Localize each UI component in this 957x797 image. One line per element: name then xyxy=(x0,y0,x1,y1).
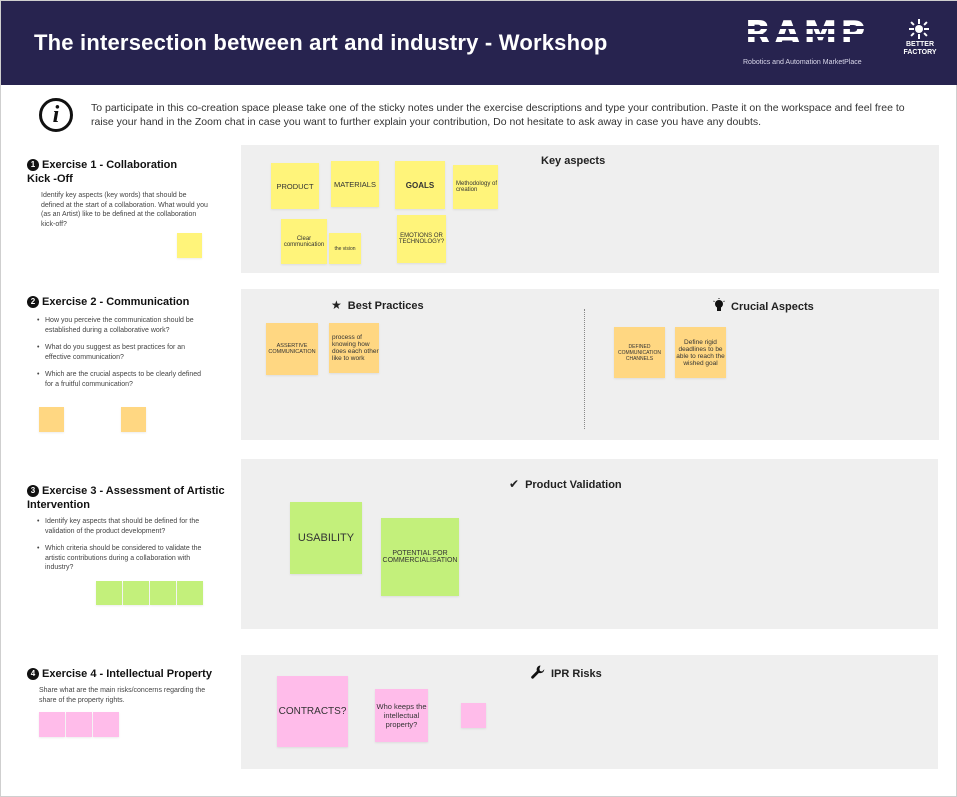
instructions-text: To participate in this co-creation space… xyxy=(91,102,905,128)
exercise-4-number: 4 xyxy=(27,668,39,680)
logo-stripe xyxy=(745,42,881,45)
exercise-2-bullet: How you perceive the communication shoul… xyxy=(37,316,205,335)
sticky-note[interactable]: POTENTIAL FOR COMMERCIALISATION xyxy=(381,518,459,596)
sticky-note[interactable]: Define rigid deadlines to be able to rea… xyxy=(675,327,726,378)
exercise-4-workspace: IPR Risks CONTRACTS? Who keeps the intel… xyxy=(241,655,938,769)
exercise-2-number: 2 xyxy=(27,296,39,308)
product-validation-label: Product Validation xyxy=(525,479,622,491)
sticky-note[interactable]: process of knowing how does each other l… xyxy=(329,323,379,373)
exercise-1-workspace: Key aspects PRODUCT MATERIALS GOALS Meth… xyxy=(241,145,939,273)
ramp-logo-word: RAMP xyxy=(745,14,881,54)
exercise-2-description: How you perceive the communication shoul… xyxy=(37,316,205,397)
exercise-3-title-text: Exercise 3 - Assessment of Artistic Inte… xyxy=(27,485,225,511)
lightbulb-icon xyxy=(713,298,725,313)
blank-sticky-note[interactable] xyxy=(66,712,92,737)
column-divider xyxy=(584,309,585,429)
exercise-2-title-text: Exercise 2 - Communication xyxy=(42,296,190,308)
best-practices-title: ★ Best Practices xyxy=(331,298,424,312)
exercise-4-description: Share what are the main risks/concerns r… xyxy=(39,687,206,704)
exercise-2-bullet: What do you suggest as best practices fo… xyxy=(37,343,205,362)
best-practices-label: Best Practices xyxy=(347,300,424,312)
sticky-note[interactable]: Clear communication xyxy=(281,219,327,264)
exercise-1-description: Identify key aspects (key words) that sh… xyxy=(41,192,208,228)
exercise-1-panel-title: Key aspects xyxy=(541,155,606,167)
blank-sticky-note[interactable] xyxy=(39,712,65,737)
exercise-3-description: Identify key aspects that should be defi… xyxy=(37,517,205,581)
crucial-aspects-label: Crucial Aspects xyxy=(731,301,814,313)
logo-stripe xyxy=(745,26,881,29)
ipr-risks-label: IPR Risks xyxy=(551,668,602,680)
sticky-note[interactable]: EMOTIONS OR TECHNOLOGY? xyxy=(397,215,446,263)
sticky-note[interactable]: GOALS xyxy=(395,161,445,209)
blank-sticky-note[interactable] xyxy=(123,581,149,605)
logo-stripe xyxy=(745,34,881,37)
exercise-1-number: 1 xyxy=(27,159,39,171)
sticky-note[interactable]: Who keeps the intellectual property? xyxy=(375,689,428,742)
better-factory-logo: BETTER FACTORY xyxy=(899,19,941,63)
sticky-note[interactable]: MATERIALS xyxy=(331,161,379,207)
exercise-2-bullet: Which are the crucial aspects to be clea… xyxy=(37,370,205,389)
sticky-note[interactable]: Methodology of creation xyxy=(453,165,498,209)
sticky-note[interactable]: CONTRACTS? xyxy=(277,676,348,747)
blank-sticky-note[interactable] xyxy=(121,407,146,432)
exercise-1-title-text: Exercise 1 - Collaboration Kick -Off xyxy=(27,159,178,185)
exercise-3-number: 3 xyxy=(27,485,39,497)
exercise-3-bullet: Identify key aspects that should be defi… xyxy=(37,517,205,536)
checkmark-icon: ✔ xyxy=(509,477,520,491)
sticky-note[interactable]: PRODUCT xyxy=(271,163,319,209)
sticky-note[interactable]: the vision xyxy=(329,233,361,264)
blank-sticky-note[interactable] xyxy=(93,712,119,737)
blank-sticky-note[interactable] xyxy=(39,407,64,432)
page-title: The intersection between art and industr… xyxy=(34,30,608,55)
product-validation-title: ✔ Product Validation xyxy=(509,477,622,491)
ramp-logo: RAMP Robotics and Automation MarketPlace xyxy=(743,14,883,72)
blank-sticky-note[interactable] xyxy=(96,581,122,605)
wrench-icon xyxy=(531,665,545,680)
blank-sticky-note[interactable] xyxy=(461,703,486,728)
sticky-note[interactable]: ASSERTIVE COMMUNICATION xyxy=(266,323,318,375)
better-factory-logo-text: BETTER FACTORY xyxy=(903,41,937,56)
blank-sticky-note[interactable] xyxy=(177,581,203,605)
gear-icon xyxy=(909,19,929,39)
crucial-aspects-title: Crucial Aspects xyxy=(713,298,814,313)
sticky-note[interactable]: USABILITY xyxy=(290,502,362,574)
sticky-note[interactable]: DEFINED COMMUNICATION CHANNELS xyxy=(614,327,665,378)
info-icon: i xyxy=(39,98,73,132)
exercise-4-title-text: Exercise 4 - Intellectual Property xyxy=(42,668,212,680)
star-icon: ★ xyxy=(331,298,342,312)
blank-sticky-note[interactable] xyxy=(177,233,202,258)
exercise-3-bullet: Which criteria should be considered to v… xyxy=(37,544,205,573)
exercise-2-workspace: ★ Best Practices Crucial Aspects ASSERTIV… xyxy=(241,289,939,440)
blank-sticky-note[interactable] xyxy=(150,581,176,605)
exercise-3-workspace: ✔ Product Validation USABILITY POTENTIAL … xyxy=(241,459,938,629)
header-banner: The intersection between art and industr… xyxy=(1,1,957,85)
ramp-logo-tagline: Robotics and Automation MarketPlace xyxy=(743,59,862,66)
ipr-risks-title: IPR Risks xyxy=(531,665,602,680)
